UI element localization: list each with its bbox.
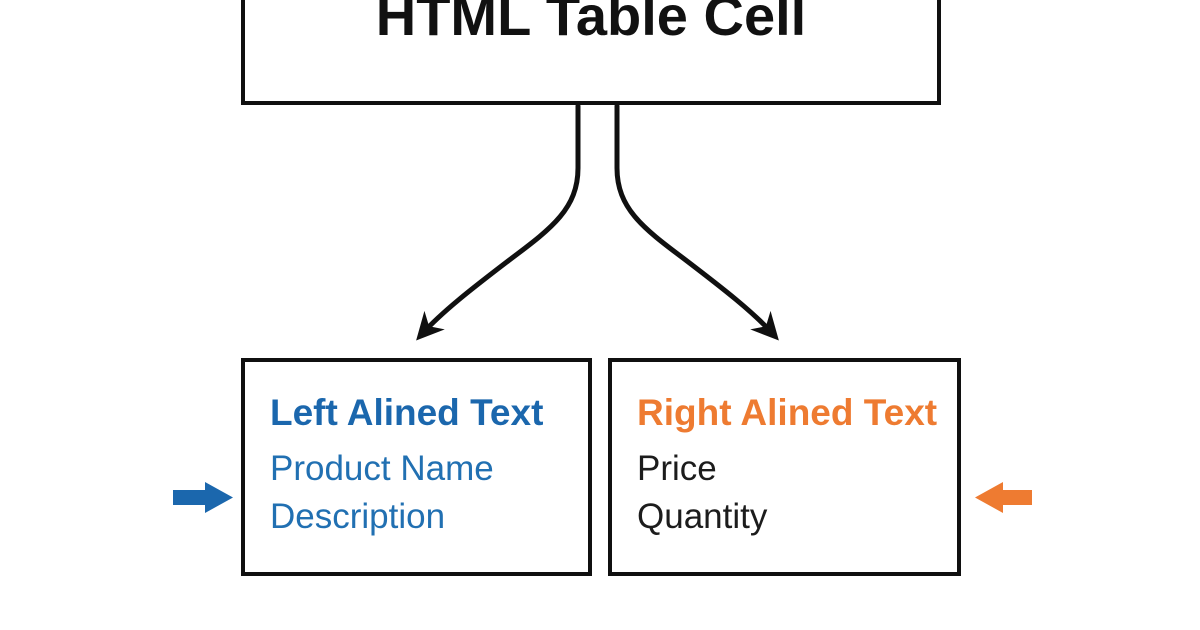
right-box-item: Price [637,449,717,488]
left-box-items: Product Name Description [270,445,588,541]
right-box-item: Quantity [637,497,768,536]
root-node-title: HTML Table Cell [375,0,807,47]
left-box-item: Description [270,497,446,536]
curved-arrow-to-right-box [614,103,779,341]
right-box-items: Price Quantity [637,445,957,541]
left-box-heading: Left Alined Text [270,392,544,433]
root-node-box: HTML Table Cell [241,0,941,105]
blue-right-arrow-icon [173,482,233,513]
orange-left-arrow-icon [975,482,1032,513]
right-box-heading: Right Alined Text [637,392,938,433]
left-box-item: Product Name [270,449,494,488]
left-aligned-cell-box: Left Alined Text Product Name Descriptio… [241,358,592,576]
curved-arrow-to-left-box [416,103,581,341]
right-aligned-cell-box: Right Alined Text Price Quantity [608,358,961,576]
